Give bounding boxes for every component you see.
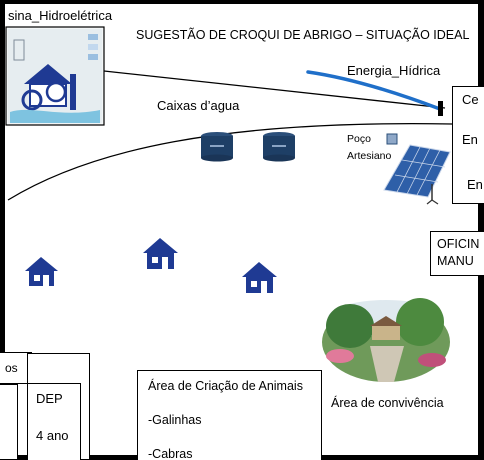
well-label-line2: Artesiano xyxy=(347,150,392,162)
ground-contour xyxy=(7,123,453,201)
animal-area-title: Área de Criação de Animais xyxy=(148,379,303,393)
hydroelectric-plant-image xyxy=(5,26,105,126)
energy-hydric-line xyxy=(306,70,442,111)
energy-center-line1: Ce xyxy=(462,92,479,107)
community-area-label: Área de convivência xyxy=(331,396,444,410)
workshop-line2: MANU xyxy=(437,254,474,268)
dep-box: DEP 4 ano xyxy=(27,383,81,460)
energy-terminal-marker xyxy=(438,101,443,116)
energy-hydric-label: Energia_Hídrica xyxy=(347,63,441,78)
dep-subtitle: 4 ano xyxy=(36,428,69,443)
house-icon xyxy=(143,238,178,269)
left-box-os: os xyxy=(0,352,32,384)
community-area-image xyxy=(322,298,450,382)
usina-label: sina_Hidroelétrica xyxy=(8,8,113,23)
left-box-small xyxy=(0,384,18,460)
water-tank-icon xyxy=(201,132,233,162)
solar-panel-icon xyxy=(383,144,451,205)
water-tank-icon xyxy=(263,132,295,162)
water-tanks-label: Caixas d’agua xyxy=(157,98,240,113)
animal-area-box: Área de Criação de Animais -Galinhas -Ca… xyxy=(137,370,322,460)
workshop-box: OFICIN MANU xyxy=(430,231,484,276)
animal-item-chickens: -Galinhas xyxy=(148,413,202,427)
supply-line xyxy=(103,70,446,109)
dep-title: DEP xyxy=(36,391,63,406)
left-box-os-label: os xyxy=(5,361,18,375)
energy-center-line3: En xyxy=(467,177,483,192)
page-title: SUGESTÃO DE CROQUI DE ABRIGO – SITUAÇÃO … xyxy=(136,28,470,42)
well-icon xyxy=(386,133,398,145)
frame-border-left xyxy=(0,0,5,460)
animal-item-goats: -Cabras xyxy=(148,447,193,460)
workshop-line1: OFICIN xyxy=(437,237,480,251)
house-icon xyxy=(242,262,277,293)
energy-center-box: Ce En En xyxy=(452,86,484,204)
energy-center-line2: En xyxy=(462,132,478,147)
frame-border-right xyxy=(478,0,484,460)
well-label-line1: Poço xyxy=(347,133,371,145)
frame-border-top xyxy=(0,0,484,4)
house-icon xyxy=(25,257,58,286)
